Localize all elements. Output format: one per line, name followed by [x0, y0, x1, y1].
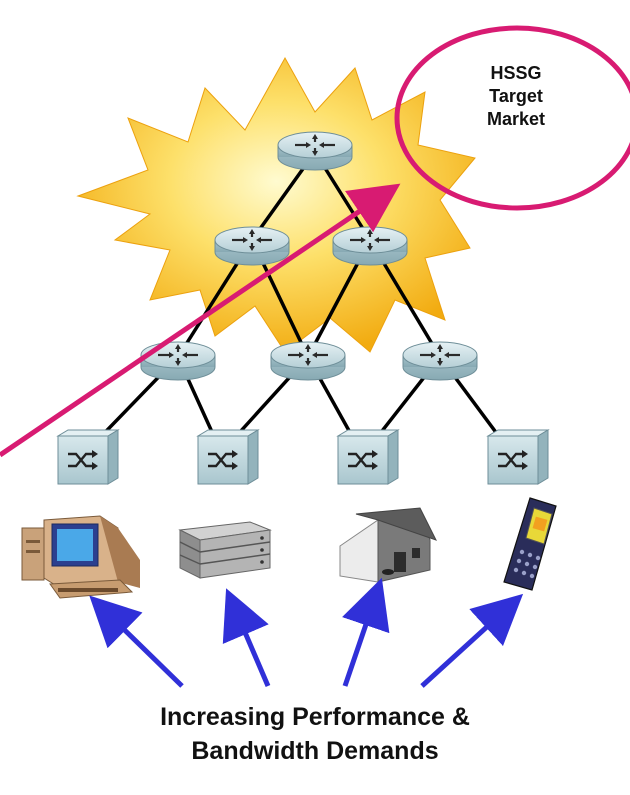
router-agg-left: [213, 225, 291, 267]
caption-line-1: Increasing Performance &: [160, 703, 470, 731]
router-edge-center: [269, 340, 347, 382]
switch-2: [196, 428, 260, 486]
diagram-caption: Increasing Performance & Bandwidth Deman…: [0, 700, 630, 768]
building-icon: [339, 507, 437, 583]
callout-line-3: Market: [486, 109, 546, 129]
switch-3: [336, 428, 400, 486]
router-agg-right: [331, 225, 409, 267]
callout-line-2: Target: [489, 86, 543, 106]
demand-arrow-4: [420, 593, 524, 688]
callout-label: HSSG Target Market: [470, 62, 562, 131]
callout-line-1: HSSG: [490, 63, 542, 83]
router-edge-left: [139, 340, 217, 382]
router-core: [276, 130, 354, 172]
demand-arrow-2: [222, 588, 271, 687]
switch-1: [56, 428, 120, 486]
switch-4: [486, 428, 550, 486]
pointer-arrow: [0, 183, 401, 458]
caption-line-2: Bandwidth Demands: [191, 737, 439, 765]
demand-arrow-1: [89, 595, 184, 688]
callout-ring: [394, 25, 630, 211]
desktop-computer-icon: [21, 515, 140, 599]
server-rack-icon: [178, 521, 272, 579]
demand-arrows: [89, 577, 524, 688]
demand-arrow-3: [342, 577, 390, 687]
mobile-phone-icon: [503, 497, 557, 591]
router-edge-right: [401, 340, 479, 382]
